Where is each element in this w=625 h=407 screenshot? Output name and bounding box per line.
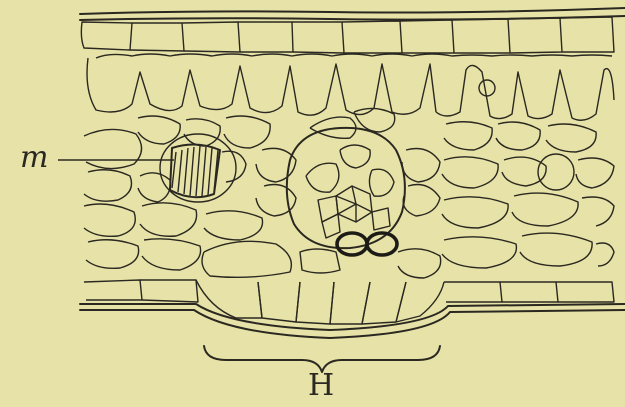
vessel-left xyxy=(337,233,367,255)
spongy-mesophyll-right xyxy=(442,122,614,268)
lower-parenchyma xyxy=(202,241,441,278)
lower-epidermis xyxy=(84,280,614,324)
label-m: m xyxy=(20,140,48,175)
palisade-layer xyxy=(87,54,614,120)
upper-cuticle-line xyxy=(80,8,625,14)
upper-epidermis xyxy=(81,17,614,53)
cell-nucleus xyxy=(479,80,495,96)
lower-cuticle-line xyxy=(80,304,625,330)
vascular-bundle xyxy=(256,108,440,255)
label-h: H xyxy=(308,368,334,403)
